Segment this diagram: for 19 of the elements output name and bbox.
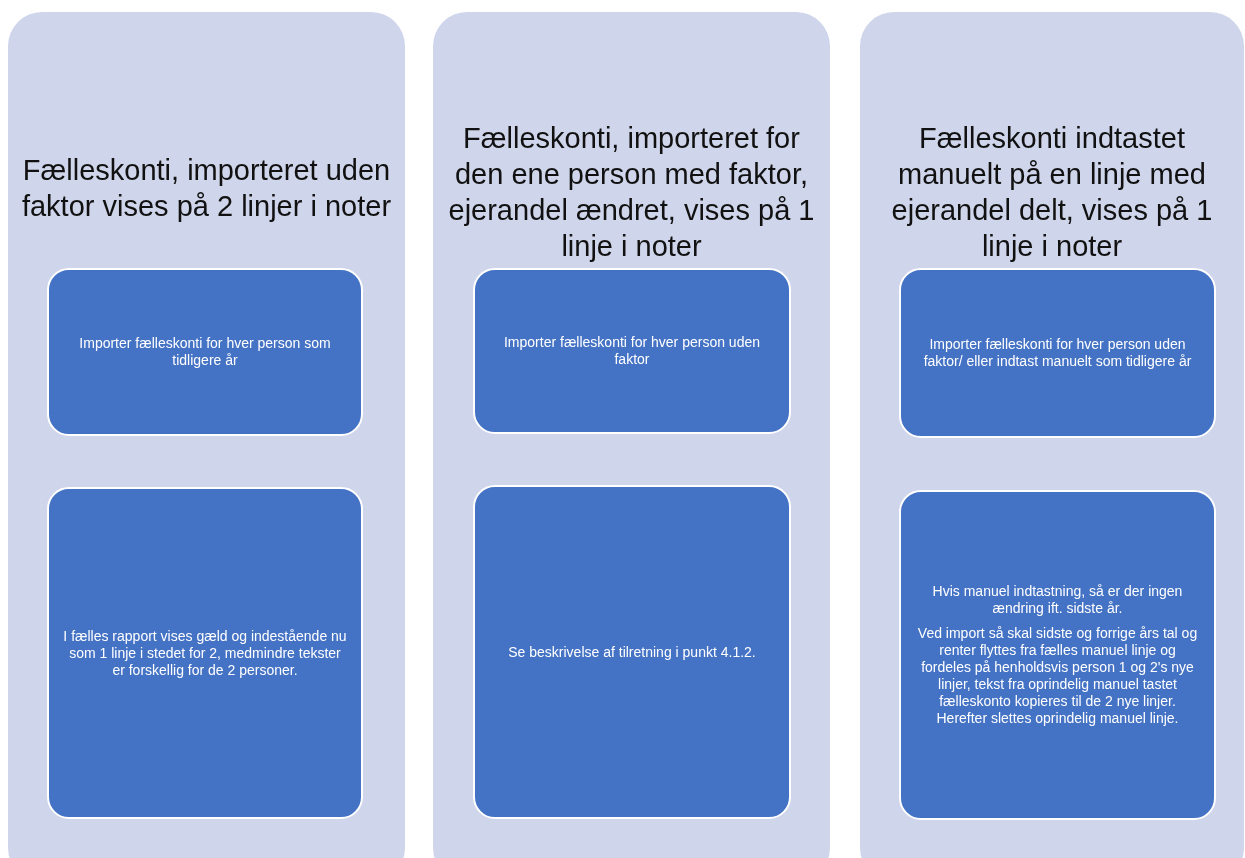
column-heading: Fælleskonti, importeret uden faktor vises på 2 linjer i noter [20, 153, 393, 224]
process-box [899, 490, 1216, 820]
column-heading: Fælleskonti, importeret for den ene person med faktor, ejerandel ændret, vises på 1 linje i noter [447, 121, 816, 264]
box-text: Importer fælleskonti for hver person uden faktor [503, 334, 761, 368]
process-box [899, 268, 1216, 438]
box-text: Se beskrivelse af tilretning i punkt 4.1.2. [508, 643, 756, 661]
column-panel [860, 12, 1244, 858]
column-heading: Fælleskonti indtastet manuelt på en linje med ejerandel delt, vises på 1 linje i noter [890, 121, 1214, 264]
box-text: Importer fælleskonti for hver person uden faktor/ eller indtast manuelt som tidligere år [922, 336, 1193, 370]
box-text: Importer fælleskonti for hver person som tidligere år [78, 335, 332, 369]
process-box [47, 268, 363, 436]
process-box [473, 268, 791, 434]
box-text: Hvis manuel indtastning, så er der ingen ændring ift. sidste år. [931, 583, 1184, 617]
process-box [473, 485, 791, 819]
column-panel [8, 12, 405, 858]
column-panel [433, 12, 830, 858]
box-text: I fælles rapport vises gæld og indestående nu som 1 linje i stedet for 2, medmindre tekster er forskellig for de 2 personer. [63, 627, 347, 679]
process-box [47, 487, 363, 819]
box-text: Ved import så skal sidste og forrige års tal og renter flyttes fra fælles manuel linje og fordeles på henholdsvis person 1 og 2's nye linjer, tekst fra oprindelig manuel tastet fælleskonto kopieres til de 2 nye linjer. Herefter slettes oprindelig manuel linje. [916, 625, 1199, 727]
